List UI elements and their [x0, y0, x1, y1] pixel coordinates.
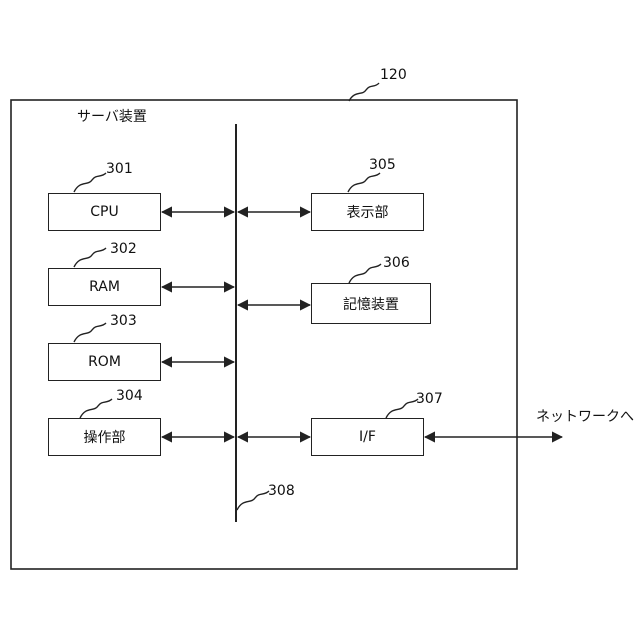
ram-box: RAM: [48, 268, 161, 306]
rom-box: ROM: [48, 343, 161, 381]
leader-305: [348, 173, 380, 192]
storage-device-box: 記憶装置: [311, 283, 431, 324]
leader-304: [80, 399, 112, 418]
ram-ref-label: 302: [110, 241, 137, 257]
interface-box: I/F: [311, 418, 424, 456]
cpu-box: CPU: [48, 193, 161, 231]
leader-303: [74, 323, 106, 342]
network-label: ネットワークへ: [536, 409, 634, 425]
leader-120: [349, 83, 379, 101]
server-ref-label: 120: [380, 67, 407, 83]
server-frame: [11, 100, 517, 569]
ram-label: RAM: [89, 279, 120, 295]
display-unit-ref-label: 305: [369, 157, 396, 173]
interface-ref-label: 307: [416, 391, 443, 407]
cpu-ref-label: 301: [106, 161, 133, 177]
storage-device-ref-label: 306: [383, 255, 410, 271]
bus-ref-label: 308: [268, 483, 295, 499]
display-unit-label: 表示部: [347, 202, 389, 222]
server-title: サーバ装置: [77, 109, 147, 125]
leader-307: [386, 399, 418, 418]
cpu-label: CPU: [90, 204, 118, 220]
leader-306: [349, 264, 381, 283]
leader-308: [237, 491, 269, 510]
rom-ref-label: 303: [110, 313, 137, 329]
operation-unit-label: 操作部: [84, 427, 126, 447]
rom-label: ROM: [88, 354, 121, 370]
leader-301: [74, 173, 106, 192]
interface-label: I/F: [359, 429, 376, 445]
leader-302: [74, 248, 106, 267]
operation-unit-ref-label: 304: [116, 388, 143, 404]
display-unit-box: 表示部: [311, 193, 424, 231]
operation-unit-box: 操作部: [48, 418, 161, 456]
storage-device-label: 記憶装置: [343, 294, 399, 314]
